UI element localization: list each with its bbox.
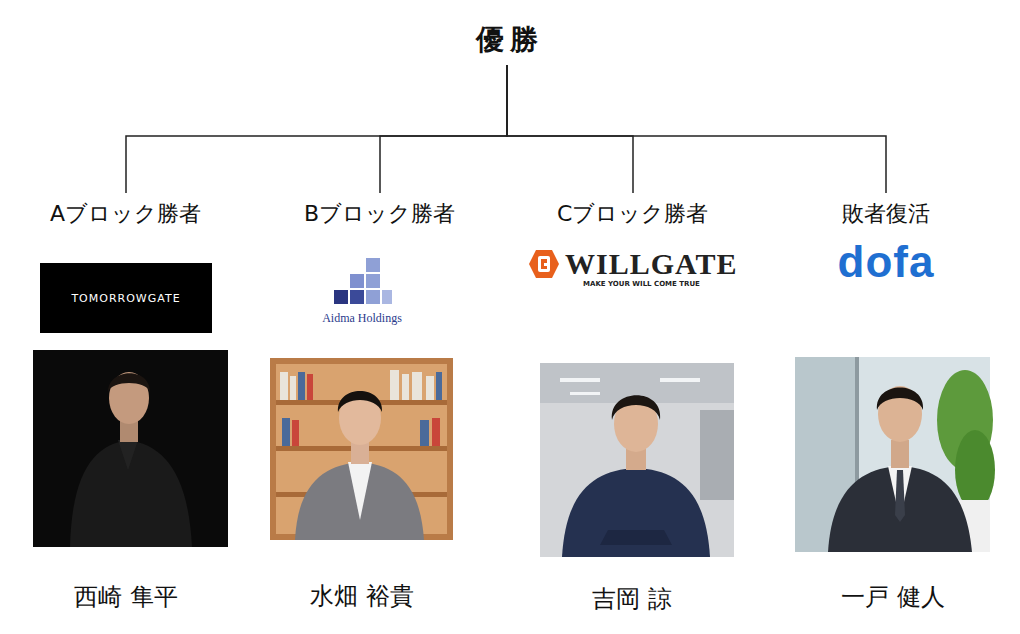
node-text: 敗者復活 [842,199,930,229]
company-logo-text: Aidma Holdings [322,311,402,326]
node-text: Bブロック勝者 [304,199,456,229]
logo-box: TOMORROWGATE [40,263,212,333]
bracket-slot: Aブロック勝者 [44,195,208,233]
bracket-slot: 敗者復活 [836,195,936,233]
aidma-logo-mark [334,258,392,304]
title-node: 優勝 [466,17,548,63]
node-text: 優勝 [476,21,544,59]
node-text: TOMORROWGATE [71,292,180,305]
portrait-photo [795,357,995,552]
bracket-line [507,65,633,193]
portrait-photo [270,358,453,540]
company-logo-text: WILLGATE [565,247,738,281]
person-name: 水畑 裕貴 [310,580,414,612]
company-logo-text: dofa [838,237,935,287]
person-name: 一戸 健人 [841,581,945,613]
bracket-line [126,65,507,193]
bracket-slot: Bブロック勝者 [298,195,462,233]
node-text: Aブロック勝者 [50,199,202,229]
person-name: 吉岡 諒 [592,583,672,615]
bracket-slot: Cブロック勝者 [551,195,715,233]
person-name: 西崎 隼平 [74,581,178,613]
node-text: Cブロック勝者 [557,199,709,229]
willgate-logo-mark [529,250,559,278]
bracket-line [380,65,507,193]
portrait-photo [33,350,228,547]
portrait-photo [540,363,734,557]
bracket-line [507,65,886,193]
logo-tagline: MAKE YOUR WILL COME TRUE [583,280,700,288]
